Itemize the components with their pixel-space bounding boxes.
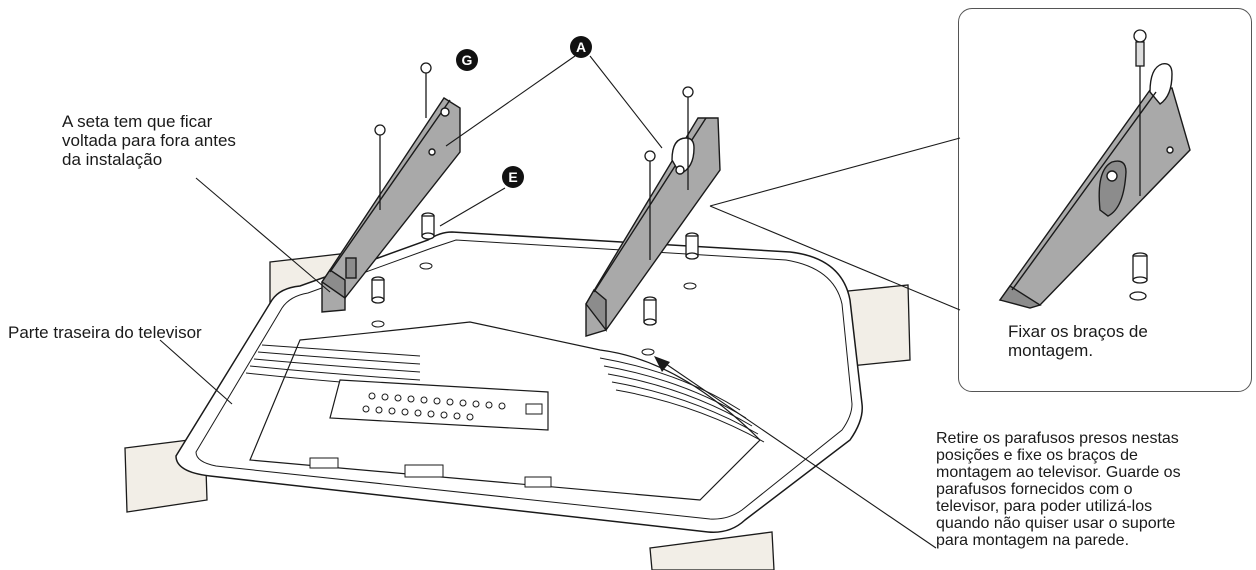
- slot-left: [309, 457, 339, 469]
- spacer-left-top: [421, 212, 435, 240]
- spacers: [371, 212, 699, 326]
- spacer-left-bottom: [371, 276, 385, 304]
- arrow-head-screw-note: [654, 356, 670, 372]
- spacer-right-top: [685, 232, 699, 260]
- spacer-right-bottom: [643, 296, 657, 326]
- connector-ports: [362, 392, 543, 421]
- tv-back-panel: [175, 231, 863, 533]
- screw-right-b: [644, 150, 656, 260]
- detail-bracket: [998, 63, 1191, 309]
- tv-rear-hump: [249, 321, 761, 501]
- callout-badge-g: G: [456, 49, 478, 71]
- screws: [374, 62, 694, 260]
- screw-instructions-note: Retire os parafusos presos nestas posiçõ…: [936, 430, 1181, 549]
- detail-caption: Fixar os braços de montagem.: [1008, 322, 1148, 360]
- tv-back-label: Parte traseira do televisor: [8, 323, 202, 342]
- screw-g-left: [420, 62, 432, 118]
- screw-left: [374, 124, 386, 210]
- callout-badge-a: A: [570, 36, 592, 58]
- bracket-left: [321, 97, 461, 313]
- detail-screw: [1133, 29, 1147, 196]
- detail-spacer: [1129, 252, 1148, 301]
- callout-badge-e: E: [502, 166, 524, 188]
- arrow-orientation-note: A seta tem que ficar voltada para fora a…: [62, 112, 236, 169]
- vent-lines-right: [599, 357, 765, 443]
- tv-inner-edge: [195, 239, 853, 520]
- tv-outline: [175, 231, 863, 533]
- screw-right-a: [682, 86, 694, 190]
- slot-center: [404, 464, 444, 478]
- slot-right: [524, 476, 552, 488]
- screw-holes: [371, 262, 697, 356]
- foam-pad-front-right: [649, 531, 775, 570]
- leader-lines: [159, 55, 961, 549]
- connector-panel: [329, 379, 549, 431]
